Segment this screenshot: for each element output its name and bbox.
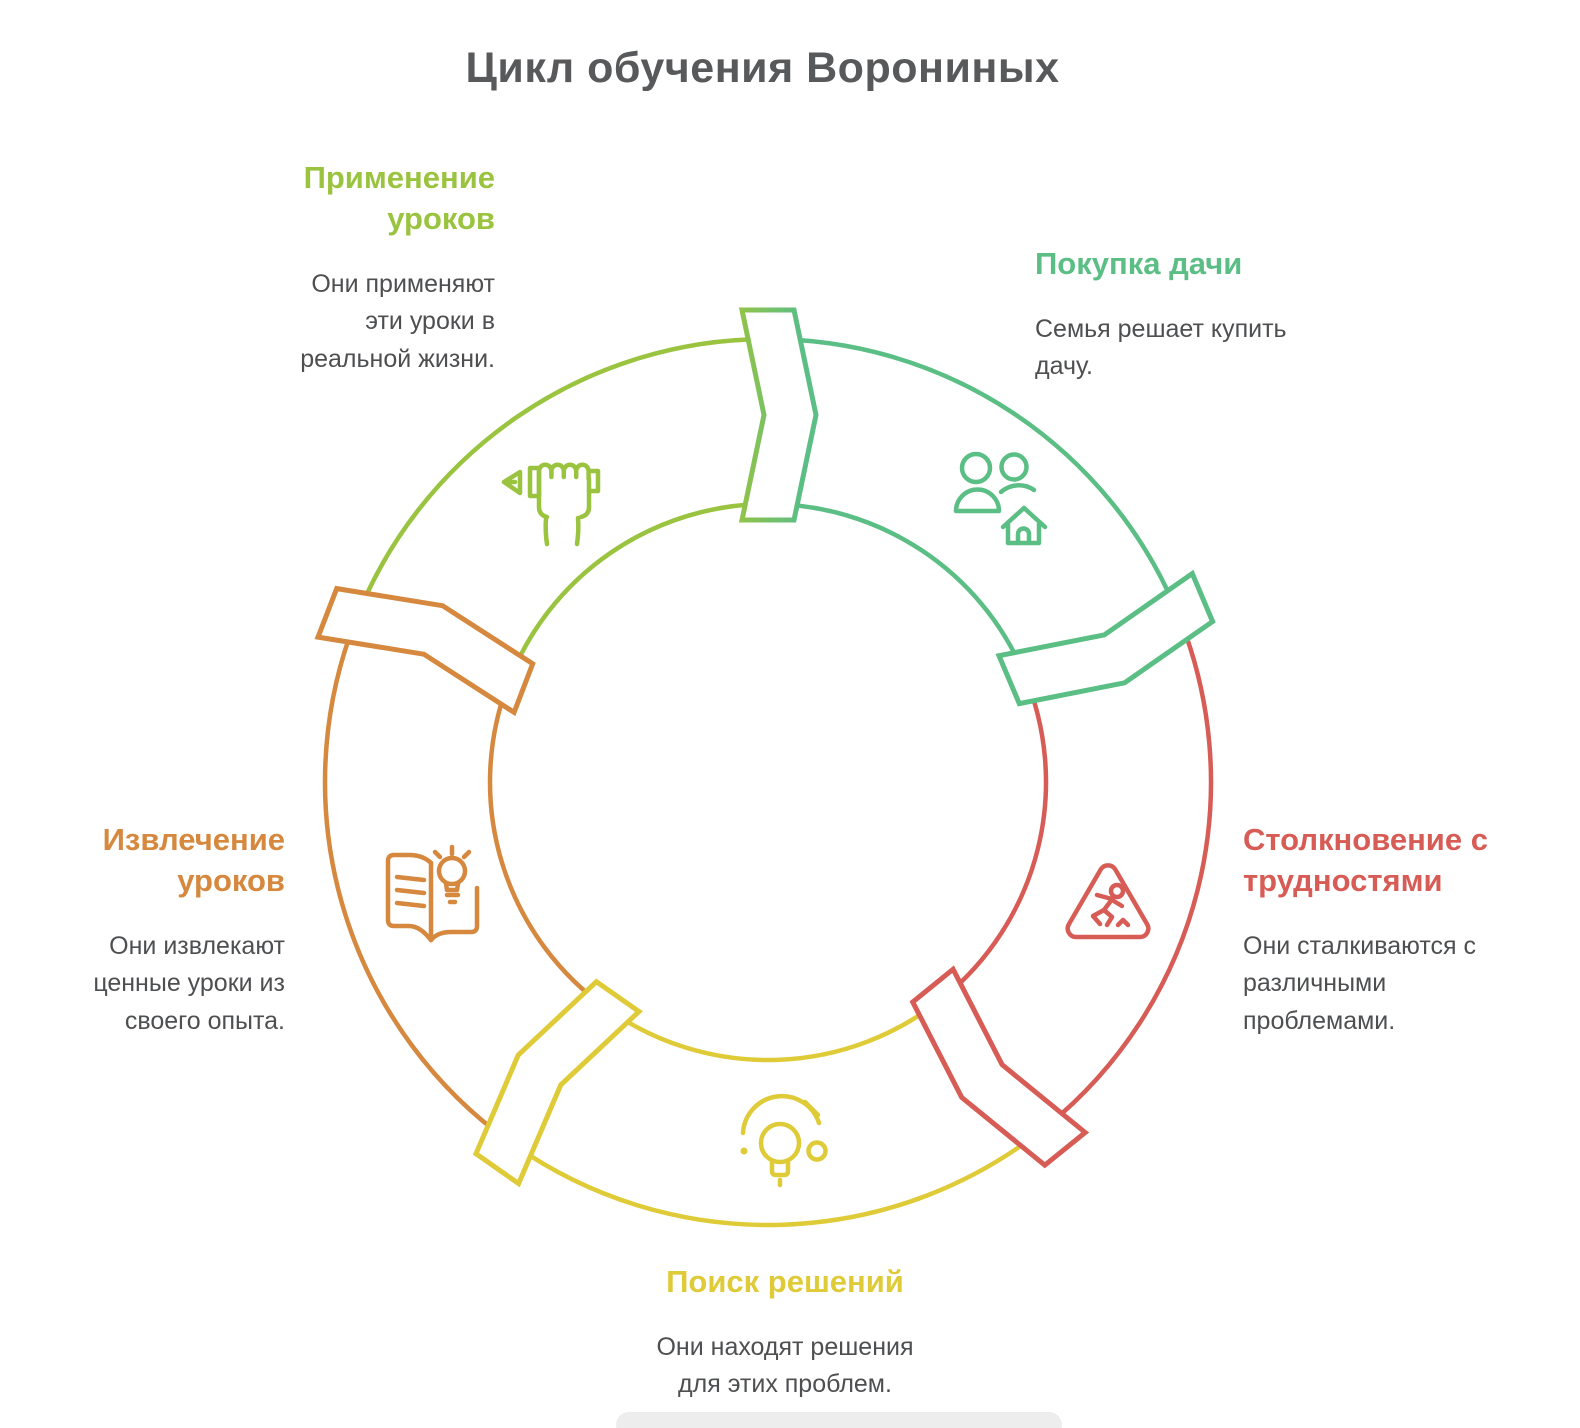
step-title: Применение уроков <box>303 160 495 236</box>
ring-arcs <box>322 336 1214 1228</box>
step-title: Поиск решений <box>666 1264 904 1299</box>
step-label-pokupka-dachi: Покупка дачи Семья решает купить дачу. <box>1035 244 1365 386</box>
step-description: Они применяют эти уроки в реальной жизни… <box>300 269 495 373</box>
family-house-icon <box>953 451 1048 546</box>
step-label-primenenie-urokov: Применение уроков Они применяют эти урок… <box>211 158 495 378</box>
step-label-izvlechenie-urokov: Извлечение уроков Они извлекают ценные у… <box>21 820 285 1040</box>
slip-warning-icon <box>1065 863 1151 940</box>
step-description: Они находят решения для этих проблем. <box>656 1332 914 1399</box>
step-description: Семья решает купить дачу. <box>1035 314 1287 381</box>
step-title: Покупка дачи <box>1035 246 1243 281</box>
ring-arrow-bands <box>314 307 1216 1188</box>
step-label-stolknovenie-s-trudnostyami: Столкновение с трудностями Они сталкиваю… <box>1243 820 1555 1040</box>
page-title: Цикл обучения Ворониных <box>465 44 1060 92</box>
step-description: Они извлекают ценные уроки из своего опы… <box>93 931 285 1035</box>
step-label-poisk-resheniy: Поиск решений Они находят решения для эт… <box>570 1262 1000 1404</box>
bottom-scroll-pill <box>616 1412 1062 1428</box>
lightbulb-process-icon <box>740 1093 828 1188</box>
step-title: Столкновение с трудностями <box>1243 822 1488 898</box>
step-description: Они сталкиваются с различными проблемами… <box>1243 931 1476 1035</box>
hand-pen-icon <box>501 462 601 547</box>
book-lightbulb-icon <box>385 844 480 943</box>
step-title: Извлечение уроков <box>102 822 285 898</box>
